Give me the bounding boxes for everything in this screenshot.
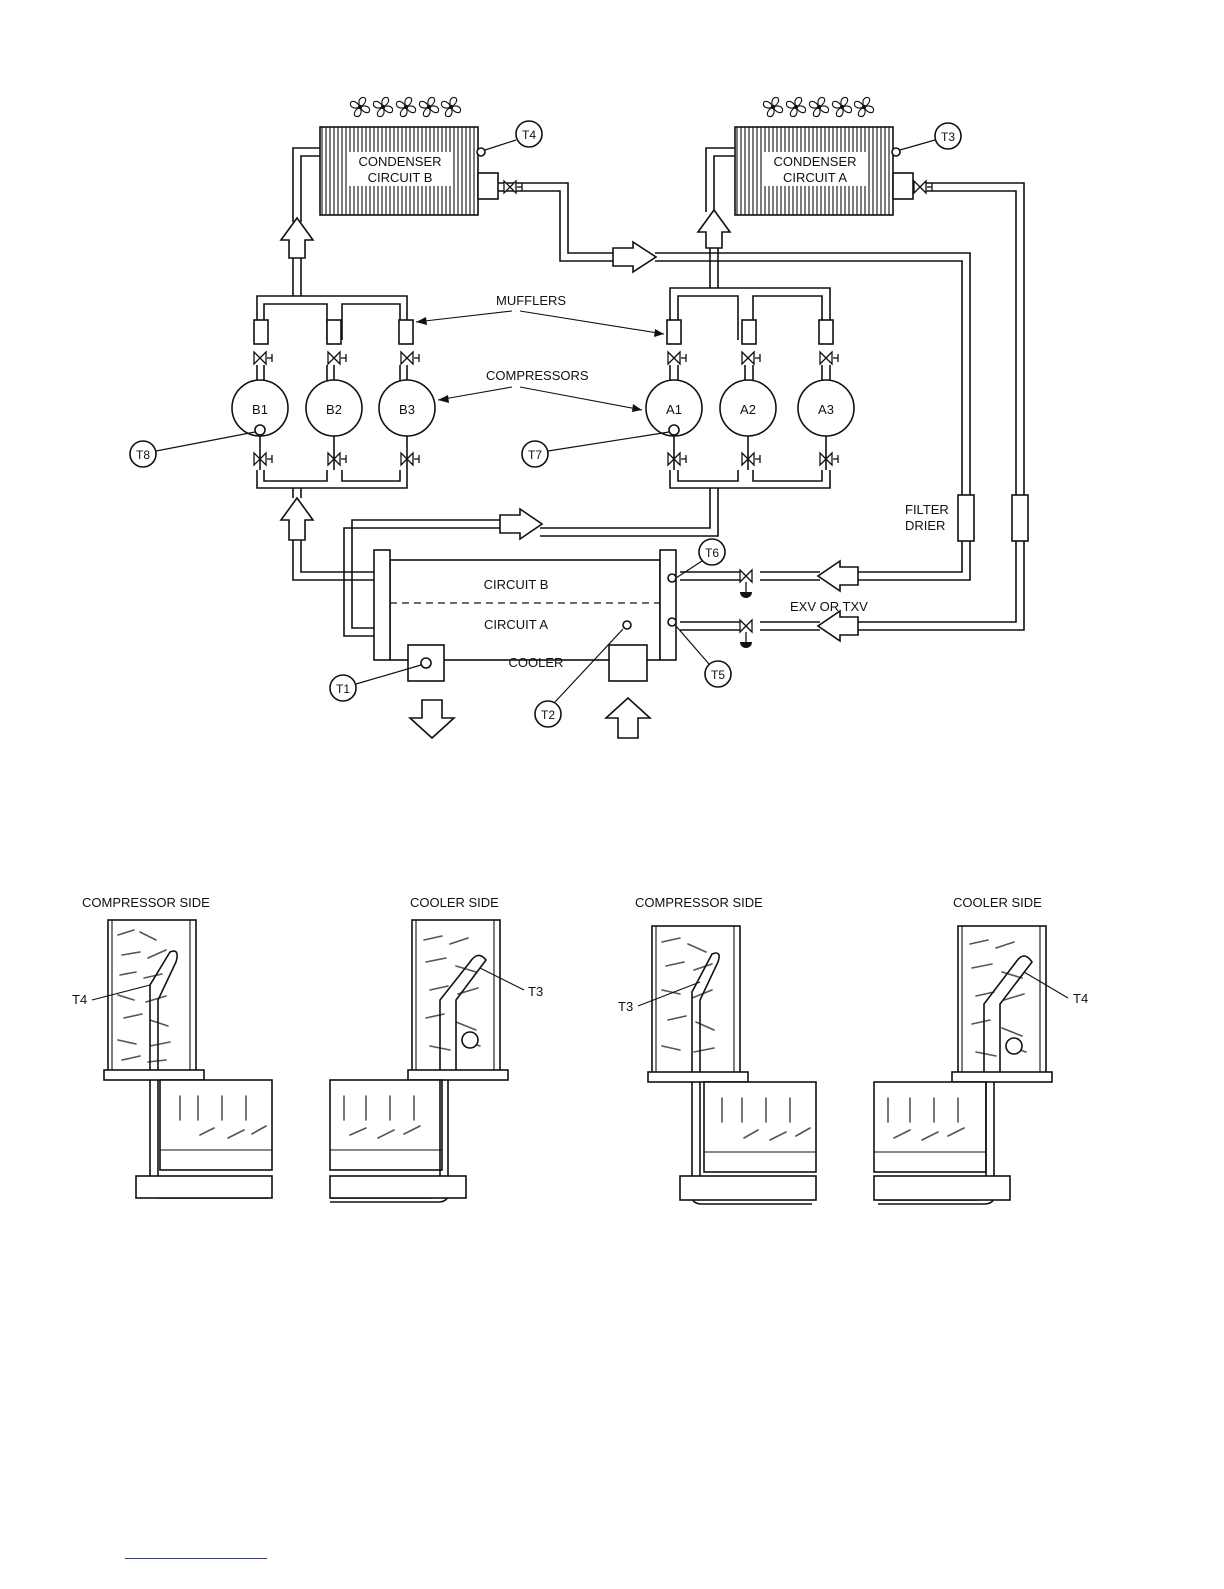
muffler — [327, 320, 341, 344]
condenser-b-line2: CIRCUIT B — [368, 170, 433, 185]
fan-icon — [373, 97, 392, 116]
arrow-left-icon — [818, 611, 858, 641]
detail-2-left-side-label: COMPRESSOR SIDE — [635, 895, 763, 910]
fan-icon — [350, 97, 369, 116]
valve-icon — [668, 453, 686, 465]
compressor-label: B3 — [399, 402, 415, 417]
muffler — [742, 320, 756, 344]
arrow-up-icon — [606, 698, 650, 738]
arrow-right-icon — [500, 509, 542, 539]
compressors: B1 B2 B3 A1 A2 A3 COMPRESSORS — [232, 368, 854, 436]
arrow-up-icon — [281, 218, 313, 258]
muffler — [667, 320, 681, 344]
fan-icon — [809, 97, 828, 116]
detail-2-left-sensor-label: T3 — [618, 999, 633, 1014]
arrow-right-icon — [613, 242, 656, 272]
compressor-label: B1 — [252, 402, 268, 417]
compressors-label: COMPRESSORS — [486, 368, 589, 383]
detail-2-right-sensor-label: T4 — [1073, 991, 1088, 1006]
filter-label-2: DRIER — [905, 518, 945, 533]
condenser-a-fans — [763, 97, 873, 116]
sensor-label: T2 — [541, 708, 555, 722]
valve-icon — [401, 352, 419, 364]
compressor-label: A1 — [666, 402, 682, 417]
arrow-left-icon — [818, 561, 858, 591]
detail-view-1: COMPRESSOR SIDE COOLER SIDE T4 T3 — [72, 895, 543, 1202]
valve-icon — [668, 352, 686, 364]
sensor-label: T1 — [336, 682, 350, 696]
detail-1-left-sensor-label: T4 — [72, 992, 87, 1007]
valve-icon — [742, 352, 760, 364]
condenser-b: CONDENSER CIRCUIT B — [320, 127, 522, 215]
valve-icon — [254, 352, 272, 364]
condenser-b-fans — [350, 97, 460, 116]
detail-1-right-sensor-label: T3 — [528, 984, 543, 999]
circuit-b-label: CIRCUIT B — [484, 577, 549, 592]
condenser-a-line2: CIRCUIT A — [783, 170, 847, 185]
detail-view-2: COMPRESSOR SIDE COOLER SIDE T3 T4 — [618, 895, 1088, 1204]
circuit-a-label: CIRCUIT A — [484, 617, 548, 632]
detail-1-left-side-label: COMPRESSOR SIDE — [82, 895, 210, 910]
sensor-label: T3 — [941, 130, 955, 144]
cooler-inlet-nozzle — [609, 645, 647, 681]
cooler: CIRCUIT B CIRCUIT A COOLER — [374, 550, 676, 681]
sensor-label: T7 — [528, 448, 542, 462]
condenser-b-line1: CONDENSER — [358, 154, 441, 169]
footer-rule — [125, 1558, 267, 1559]
filter-label-1: FILTER — [905, 502, 949, 517]
sensor-label: T4 — [522, 128, 536, 142]
arrow-up-icon — [698, 210, 730, 248]
sensor-label: T5 — [711, 668, 725, 682]
fan-icon — [763, 97, 782, 116]
filter-drier — [958, 495, 974, 541]
exv-label: EXV OR TXV — [790, 599, 868, 614]
valve-icon — [820, 352, 838, 364]
compressor-label: A3 — [818, 402, 834, 417]
sensor-label: T8 — [136, 448, 150, 462]
fan-icon — [396, 97, 415, 116]
fan-icon — [786, 97, 805, 116]
valve-icon — [820, 453, 838, 465]
mufflers-label: MUFFLERS — [496, 293, 566, 308]
valve-icon — [254, 453, 272, 465]
compressor-label: A2 — [740, 402, 756, 417]
filter-driers: FILTER DRIER — [905, 495, 1028, 541]
compressor-label: B2 — [326, 402, 342, 417]
condenser-a-line1: CONDENSER — [773, 154, 856, 169]
valve-icon — [328, 352, 346, 364]
arrow-down-icon — [410, 700, 454, 738]
arrow-up-icon — [281, 498, 313, 540]
valve-icon — [328, 453, 346, 465]
cooler-label: COOLER — [509, 655, 564, 670]
mufflers: MUFFLERS — [254, 293, 833, 344]
muffler — [399, 320, 413, 344]
condenser-a: CONDENSER CIRCUIT A — [735, 127, 935, 215]
filter-drier — [1012, 495, 1028, 541]
fan-icon — [832, 97, 851, 116]
detail-1-right-side-label: COOLER SIDE — [410, 895, 499, 910]
fan-icon — [441, 97, 460, 116]
muffler — [254, 320, 268, 344]
muffler — [819, 320, 833, 344]
detail-2-right-side-label: COOLER SIDE — [953, 895, 1042, 910]
sensor-label: T6 — [705, 546, 719, 560]
fan-icon — [419, 97, 438, 116]
fan-icon — [854, 97, 873, 116]
valve-icon — [401, 453, 419, 465]
valve-icon — [742, 453, 760, 465]
